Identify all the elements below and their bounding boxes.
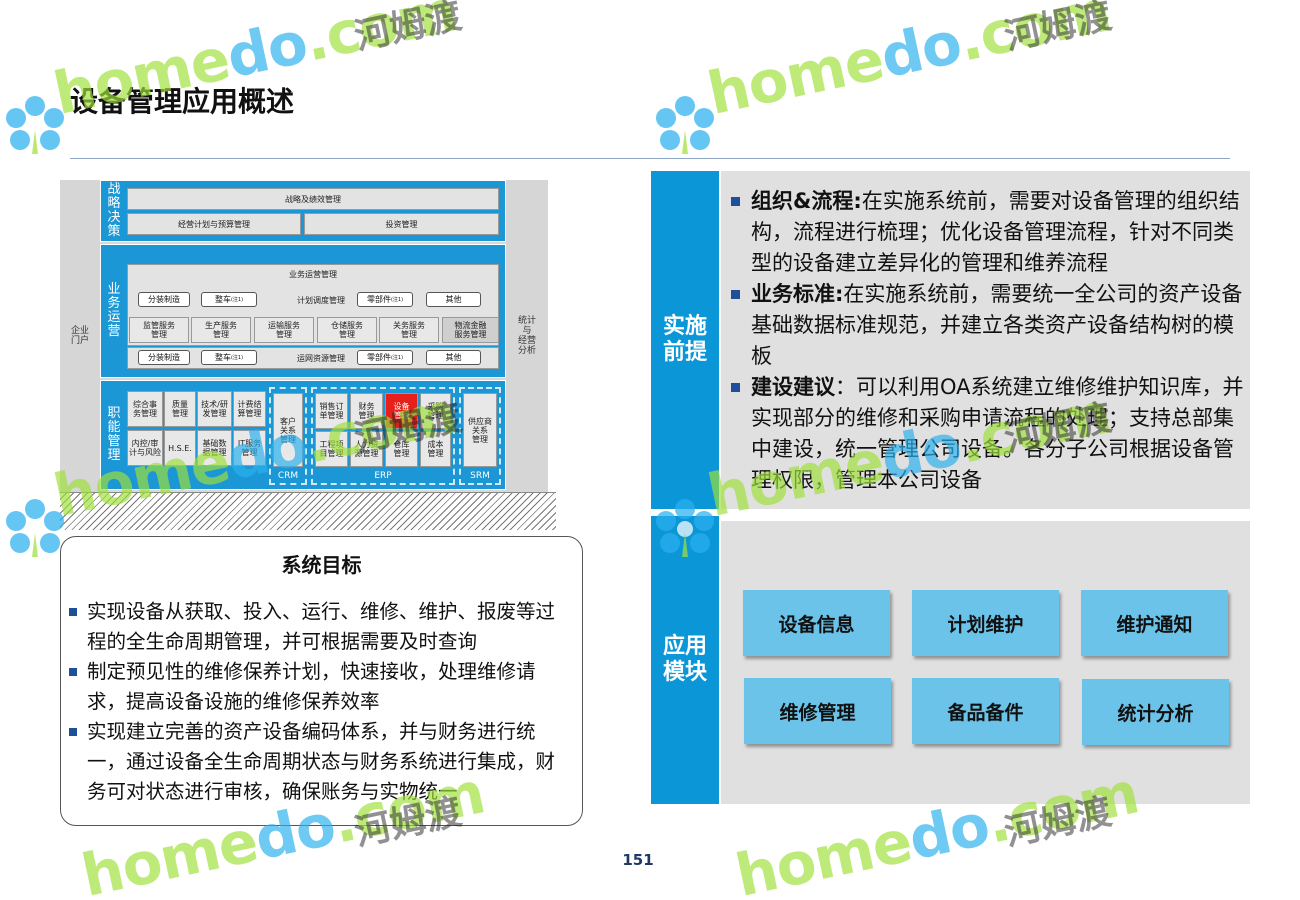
srm-label: SRM <box>470 471 490 481</box>
page-number: 151 <box>622 851 654 869</box>
erp-bottom-4: 成本 管理 <box>420 431 451 467</box>
func-cell-2: 质量 管理 <box>164 391 196 427</box>
func-cell-5: 内控/审 计与风险 <box>127 430 163 466</box>
logistics-finance-cell: 物流金融 服务管理 <box>442 317 499 343</box>
crm-cell: 客户 关系 管理 <box>273 393 303 467</box>
prerequisite-item: 组织&流程:在实施系统前，需要对设备管理的组织结构，流程进行梳理；优化设备管理流… <box>729 186 1249 279</box>
network-resource-text: 运网资源管理 <box>297 353 345 363</box>
operations-band: 业 务 运 营 业务运营管理 分装制造 整车(注1) 计划调度管理 零部件(注1… <box>100 244 506 378</box>
modules-label: 应用 模块 <box>651 516 719 804</box>
prerequisite-text: 在实施系统前，需要对设备管理的组织结构，流程进行梳理；优化设备管理流程，针对不同… <box>751 189 1240 275</box>
erp-bottom-3: 仓库 管理 <box>385 431 418 467</box>
erp-top-1: 销售订 单管理 <box>315 393 348 429</box>
prerequisite-list: 组织&流程:在实施系统前，需要对设备管理的组织结构，流程进行梳理；优化设备管理流… <box>729 186 1249 496</box>
warehouse-service-cell: 仓储服务 管理 <box>317 317 377 343</box>
srm-cell: 供应商 关系 管理 <box>463 393 497 467</box>
prerequisite-item: 建设建议：可以利用OA系统建立维修维护知识库，并实现部分的维修和采购申请流程的处… <box>729 372 1249 496</box>
assembly-pill-1: 分装制造 <box>138 292 190 307</box>
func-cell-1: 综合事 务管理 <box>127 391 163 427</box>
crm-label: CRM <box>277 471 299 481</box>
investment-management-block: 投资管理 <box>304 213 499 235</box>
vehicle-pill-1-text: 整车 <box>214 295 231 304</box>
func-cell-7: 基础数 据管理 <box>197 430 232 466</box>
plan-dispatch-block: 计划调度管理 <box>297 295 345 305</box>
watermark-cn: 河姆渡 <box>1001 0 1116 59</box>
statistics-analysis-label: 统计 与 经营 分析 <box>506 180 548 492</box>
other-pill-1: 其他 <box>426 292 481 307</box>
business-operation-text: 业务运营管理 <box>289 270 337 279</box>
parts-pill-2-text: 零部件 <box>366 353 391 362</box>
erp-top-3-equipment: 设备 管理 <box>385 393 418 429</box>
watermark-cn: 河姆渡 <box>351 0 466 59</box>
module-statistics: 统计分析 <box>1082 679 1229 745</box>
prerequisite-panel <box>721 171 1250 509</box>
title-divider <box>70 158 1230 159</box>
parts-pill-2: 零部件(注1) <box>357 350 413 365</box>
parts-pill-2-note: (注1) <box>390 355 404 361</box>
flower-logo-icon <box>6 96 64 154</box>
modules-panel <box>721 521 1250 804</box>
prerequisite-head: 组织&流程: <box>751 189 862 213</box>
prerequisite-label: 实施 前提 <box>651 171 719 509</box>
vehicle-pill-2-text: 整车 <box>214 353 231 362</box>
erp-top-2: 财务 管理 <box>350 393 383 429</box>
watermark-top-right: homedo.com 河姆渡 <box>650 0 1150 170</box>
prerequisite-item: 业务标准:在实施系统前，需要统一全公司的资产设备基础数据标准规范，并建立各类资产… <box>729 279 1249 372</box>
prerequisite-text: ：可以利用OA系统建立维修维护知识库，并实现部分的维修和采购申请流程的处理；支持… <box>751 375 1244 492</box>
other-pill-2: 其他 <box>426 350 481 365</box>
erp-top-4: 采购 管理 <box>420 393 451 429</box>
parts-pill-1-text: 零部件 <box>366 295 391 304</box>
erp-group <box>311 387 455 485</box>
operations-label: 业 务 运 营 <box>107 282 121 339</box>
func-cell-4: 计费结 算管理 <box>233 391 266 427</box>
system-goal-box: 系统目标 实现设备从获取、投入、运行、维修、维护、报废等过程的全生命周期管理，并… <box>60 536 583 826</box>
erp-bottom-2: 人力资 源管理 <box>350 431 383 467</box>
vehicle-pill-2-note: (注1) <box>230 355 244 361</box>
parts-pill-1: 零部件(注1) <box>357 292 413 307</box>
erp-bottom-1: 工程项 目管理 <box>315 431 348 467</box>
vehicle-pill-1: 整车(注1) <box>201 292 257 307</box>
watermark-latin: homedo.com <box>701 0 1117 129</box>
prerequisite-head: 建设建议 <box>751 375 835 399</box>
prerequisite-text: 在实施系统前，需要统一全公司的资产设备基础数据标准规范，并建立各类资产设备结构树… <box>751 282 1243 368</box>
prerequisite-head: 业务标准: <box>751 282 844 306</box>
page-title: 设备管理应用概述 <box>70 85 295 118</box>
goal-item: 实现建立完善的资产设备编码体系，并与财务进行统一，通过设备全生命周期状态与财务系… <box>69 717 574 807</box>
architecture-diagram: 企业 门户 统计 与 经营 分析 战 略 决 策 战略及绩效管理 经营计划与预算… <box>60 180 548 492</box>
module-maintenance-notice: 维护通知 <box>1081 590 1228 656</box>
system-goal-title: 系统目标 <box>281 553 362 577</box>
vehicle-pill-1-note: (注1) <box>230 297 244 303</box>
module-repair-management: 维修管理 <box>744 678 891 744</box>
business-plan-budget-block: 经营计划与预算管理 <box>127 213 301 235</box>
vehicle-pill-2: 整车(注1) <box>201 350 257 365</box>
diagram-base-hatch <box>60 492 556 530</box>
func-cell-6: H.S.E. <box>164 430 196 466</box>
func-cell-8: IT服务 管理 <box>233 430 266 466</box>
strategy-performance-block: 战略及绩效管理 <box>127 188 499 210</box>
production-service-cell: 生产服务 管理 <box>191 317 251 343</box>
system-goal-list: 实现设备从获取、投入、运行、维修、维护、报废等过程的全生命周期管理，并可根据需要… <box>69 597 574 807</box>
module-planned-maintenance: 计划维护 <box>912 590 1059 656</box>
srm-group <box>459 387 501 485</box>
goal-item: 实现设备从获取、投入、运行、维修、维护、报废等过程的全生命周期管理，并可根据需要… <box>69 597 574 657</box>
func-cell-3: 技术/研 发管理 <box>197 391 232 427</box>
strategy-band: 战 略 决 策 战略及绩效管理 经营计划与预算管理 投资管理 <box>100 180 506 242</box>
customs-service-cell: 关务服务 管理 <box>379 317 439 343</box>
functions-band: 职 能 管 理 综合事 务管理 质量 管理 技术/研 发管理 计费结 算管理 内… <box>100 380 506 490</box>
functions-label: 职 能 管 理 <box>107 406 121 463</box>
assembly-pill-2: 分装制造 <box>138 350 190 365</box>
erp-label: ERP <box>374 471 392 481</box>
flower-logo-icon <box>656 96 714 154</box>
enterprise-portal-label: 企业 门户 <box>60 180 100 492</box>
goal-item: 制定预见性的维修保养计划，快速接收，处理维修请求，提高设备设施的维修保养效率 <box>69 657 574 717</box>
crm-group <box>269 387 307 485</box>
module-spare-parts: 备品备件 <box>912 678 1059 744</box>
parts-pill-1-note: (注1) <box>390 297 404 303</box>
supervision-service-cell: 监管服务 管理 <box>129 317 189 343</box>
strategy-label: 战 略 决 策 <box>107 182 121 239</box>
module-equipment-info: 设备信息 <box>743 590 890 656</box>
transport-service-cell: 运输服务 管理 <box>254 317 314 343</box>
